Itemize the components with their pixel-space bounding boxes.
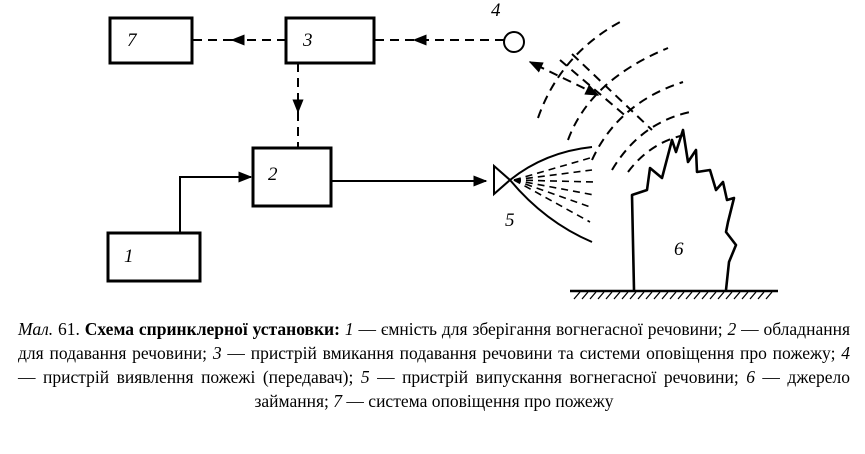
caption-item-text: — пристрій виявлення пожежі (передавач); — [18, 367, 361, 387]
block-3-label: 3 — [302, 30, 313, 51]
block-2-label: 2 — [268, 164, 278, 185]
caption-item-text: — джерело займання; — [254, 367, 850, 411]
connector-1-to-2 — [179, 171, 253, 233]
nozzle-5: 5 — [493, 163, 515, 231]
caption-item-text: — пристрій випускання вогнегасної речови… — [369, 367, 747, 387]
caption-item-num: 4 — [841, 343, 851, 363]
block-1-label: 1 — [124, 246, 134, 267]
caption-item-num: 6 — [746, 367, 755, 387]
caption-item-num: 1 — [344, 319, 354, 339]
spray-cone — [509, 146, 595, 243]
heat-waves — [537, 21, 691, 173]
caption-title: Схема спринклерної установки: — [84, 319, 340, 339]
caption-item-num: 2 — [727, 319, 737, 339]
block-7-label: 7 — [127, 30, 138, 51]
block-2-supply-equipment: 2 — [251, 146, 333, 208]
caption-item-text: — система оповіщення про пожежу — [342, 391, 614, 411]
caption-item-text: — ємність для зберігання вогнегасної реч… — [353, 319, 728, 339]
sprinkler-diagram: 7 3 2 1 4 5 — [106, 0, 778, 300]
fire-6: 6 — [630, 128, 738, 291]
nozzle-label: 5 — [505, 210, 515, 231]
fire-label: 6 — [674, 239, 684, 260]
caption-item-num: 7 — [333, 391, 343, 411]
caption-item-text: — обладнання для подавання речовини; — [18, 319, 851, 363]
signal-arrow — [528, 61, 600, 96]
detector-4: 4 — [491, 0, 525, 53]
caption-number: 61. — [57, 319, 80, 339]
block-3-activation-device: 3 — [284, 16, 376, 65]
caption-item-num: 5 — [360, 367, 370, 387]
caption-item-text: — пристрій вмикання подавання речовини т… — [221, 343, 842, 363]
block-7-alarm-system: 7 — [108, 16, 194, 65]
ground — [570, 289, 778, 300]
caption-prefix: Мал. — [18, 319, 54, 339]
block-1-storage-tank: 1 — [106, 231, 202, 283]
figure-caption: Мал. 61. Схема спринклерної установки: 1… — [18, 317, 850, 413]
caption-item-num: 3 — [212, 343, 222, 363]
detector-label: 4 — [491, 0, 501, 21]
